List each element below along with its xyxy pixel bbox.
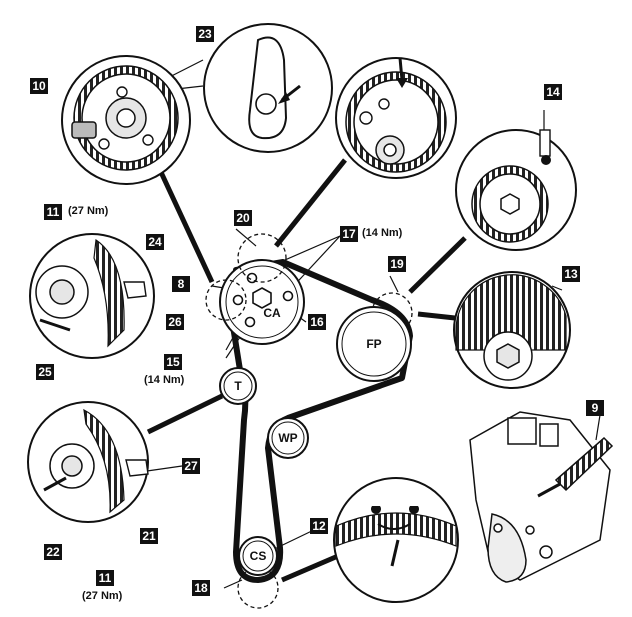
callout-27: 27 <box>182 458 200 474</box>
callout-9: 9 <box>586 400 604 416</box>
callout-26: 26 <box>166 314 184 330</box>
torque-11-top: (27 Nm) <box>68 205 109 217</box>
camshaft-pulley <box>219 259 305 345</box>
fuel-pump-pulley-label: FP <box>366 337 382 351</box>
leader-lines <box>146 158 467 583</box>
crankshaft-pulley-label: CS <box>249 549 267 563</box>
callout-16: 16 <box>308 314 326 330</box>
callout-20: 20 <box>234 210 252 226</box>
torque-11-bottom: (27 Nm) <box>82 590 123 602</box>
water-pump-pulley-label: WP <box>278 431 298 445</box>
detail-view-tensioner-lower <box>27 401 149 523</box>
callout-24: 24 <box>146 234 164 250</box>
tensioner-pulley-label: T <box>234 379 242 393</box>
torque-15: (14 Nm) <box>144 374 185 386</box>
callout-17: 17 <box>340 226 358 242</box>
callout-22: 22 <box>44 544 62 560</box>
tensioner-pulley <box>219 367 257 405</box>
callout-13: 13 <box>562 266 580 282</box>
crankshaft-pulley <box>238 536 278 576</box>
detail-view-slot <box>203 23 333 153</box>
callout-18: 18 <box>192 580 210 596</box>
detail-view-camshaft-pin <box>61 55 191 185</box>
callout-21: 21 <box>140 528 158 544</box>
callout-14: 14 <box>544 84 562 100</box>
torque-17: (14 Nm) <box>362 227 403 239</box>
callout-15: 15 <box>164 354 182 370</box>
detail-view-crankshaft-mark <box>333 477 459 603</box>
callout-12: 12 <box>310 518 328 534</box>
callout-11-top: 11 <box>44 204 62 220</box>
detail-view-fuel-pump-mark <box>455 129 577 251</box>
water-pump-pulley <box>267 417 309 459</box>
camshaft-pulley-label: CA <box>263 306 281 320</box>
callout-19: 19 <box>388 256 406 272</box>
callout-10: 10 <box>30 78 48 94</box>
callout-23: 23 <box>196 26 214 42</box>
detail-view-camshaft-mark <box>335 57 457 179</box>
callout-11-bottom: 11 <box>96 570 114 586</box>
callout-25: 25 <box>36 364 54 380</box>
engine-block-tool-view <box>469 411 611 583</box>
detail-view-fuel-pump-sprocket <box>453 271 571 389</box>
callout-8: 8 <box>172 276 190 292</box>
detail-view-tensioner-upper <box>29 233 155 359</box>
locking-tool <box>537 436 614 498</box>
fuel-pump-pulley <box>336 306 412 382</box>
